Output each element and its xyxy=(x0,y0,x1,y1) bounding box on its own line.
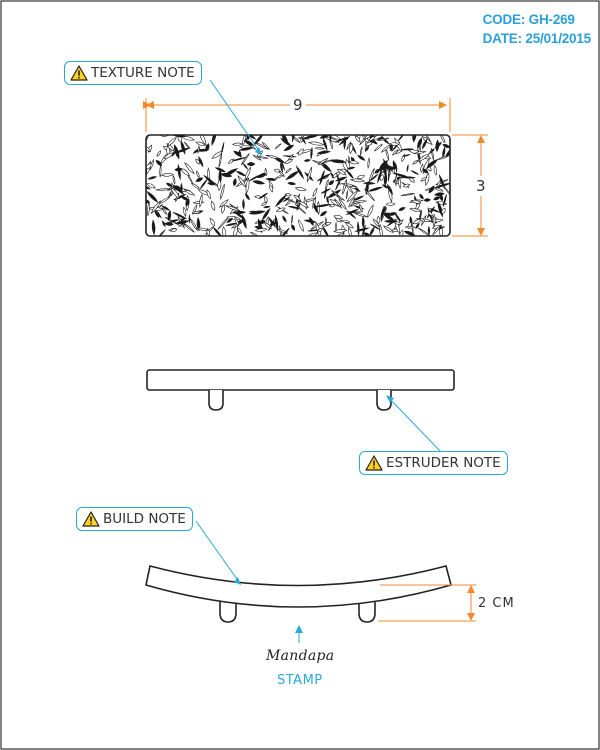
drawing-code: CODE: GH-269 xyxy=(482,12,575,27)
texture-leader xyxy=(209,79,263,156)
estruder-note-label: ESTRUDER NOTE xyxy=(386,455,501,471)
curved-view xyxy=(145,565,452,623)
top-view-outline xyxy=(145,134,451,237)
drawing-date: DATE: 25/01/2015 xyxy=(482,31,592,46)
width-dimension xyxy=(143,98,451,132)
warning-icon xyxy=(82,511,100,527)
top-view xyxy=(145,134,451,237)
build-note-callout: BUILD NOTE xyxy=(76,507,193,531)
drawing-code-block: CODE: GH-269 DATE: 25/01/2015 xyxy=(482,10,592,48)
height-dimension-label: 3 xyxy=(476,177,486,195)
stamp-leader xyxy=(295,625,303,643)
texture-pattern xyxy=(146,135,450,236)
side-view xyxy=(146,369,455,411)
mandapa-logo: Mandapa xyxy=(266,648,335,664)
build-note-label: BUILD NOTE xyxy=(103,511,186,527)
texture-note-label: TEXTURE NOTE xyxy=(91,65,195,81)
warning-icon xyxy=(70,65,88,81)
estruder-leader xyxy=(386,395,442,453)
build-leader xyxy=(195,520,241,585)
foot-height-label: 2 CM xyxy=(478,596,515,611)
width-dimension-label: 9 xyxy=(293,96,303,114)
warning-icon xyxy=(365,455,383,471)
stamp-label: STAMP xyxy=(277,673,323,688)
foot-dimension xyxy=(378,584,476,622)
texture-note-callout: TEXTURE NOTE xyxy=(64,61,202,85)
estruder-note-callout: ESTRUDER NOTE xyxy=(359,451,508,475)
height-dimension xyxy=(452,134,488,237)
